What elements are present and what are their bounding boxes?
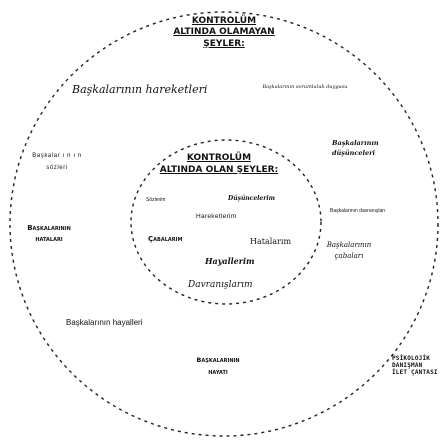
outer-item-hayalleri: Başkalarının hayalleri [66, 318, 143, 327]
logo-line-3: İLET ÇANTASI [392, 368, 438, 376]
inner-title-line-2: ALTINDA OLAN ŞEYLER: [159, 164, 279, 175]
inner-item-hayallerim: Hayallerim [205, 256, 255, 266]
brand-logo: PSİKOLOJİK DANIŞMAN İLET ÇANTASI [392, 355, 438, 377]
outer-circle [9, 11, 439, 437]
logo-line-1: PSİKOLOJİK [392, 355, 431, 362]
logo-line-2: DANIŞMAN [392, 361, 423, 369]
inner-item-davranislarim: Davranışlarım [188, 280, 253, 290]
outer-item-hatalari: Başkalarının hataları [27, 224, 71, 243]
outer-title-line-2: ALTINDA OLAMAYAN [173, 27, 275, 38]
inner-item-hareketlerim: Hareketlerim [196, 213, 237, 220]
outer-item-hareketleri: Başkalarının hareketleri [72, 83, 208, 96]
inner-item-dusuncelerim: Düşüncelerim [228, 195, 276, 202]
outer-item-dusunceleri: Başkalarının düşünceleri [332, 139, 379, 158]
outer-title-line-1: KONTROLÜM [191, 16, 257, 26]
outer-item-sorumluluk: Başkalarının sorumluluk duygusu [262, 84, 348, 90]
outer-title: KONTROLÜM ALTINDA OLAMAYAN ŞEYLER: [165, 16, 283, 50]
inner-circle [130, 139, 322, 305]
outer-item-cabalari: Başkalarının çabaları [326, 241, 372, 260]
outer-title-line-3: ŞEYLER: [203, 38, 245, 49]
inner-title: KONTROLÜM ALTINDA OLAN ŞEYLER: [158, 153, 280, 176]
outer-item-davranislari: Başkalarının davranışları [330, 208, 386, 214]
inner-item-sozlerim: Sözlerim [146, 197, 166, 203]
inner-item-cabalarim: Çabalarım [148, 235, 183, 243]
outer-item-hayati: Başkalarının hayatı [196, 356, 240, 377]
outer-item-sozleri: Başkalar ı n ı n sözleri [32, 153, 82, 171]
inner-title-line-1: KONTROLÜM [186, 153, 252, 163]
inner-item-hatalarim: Hatalarım [250, 237, 292, 246]
